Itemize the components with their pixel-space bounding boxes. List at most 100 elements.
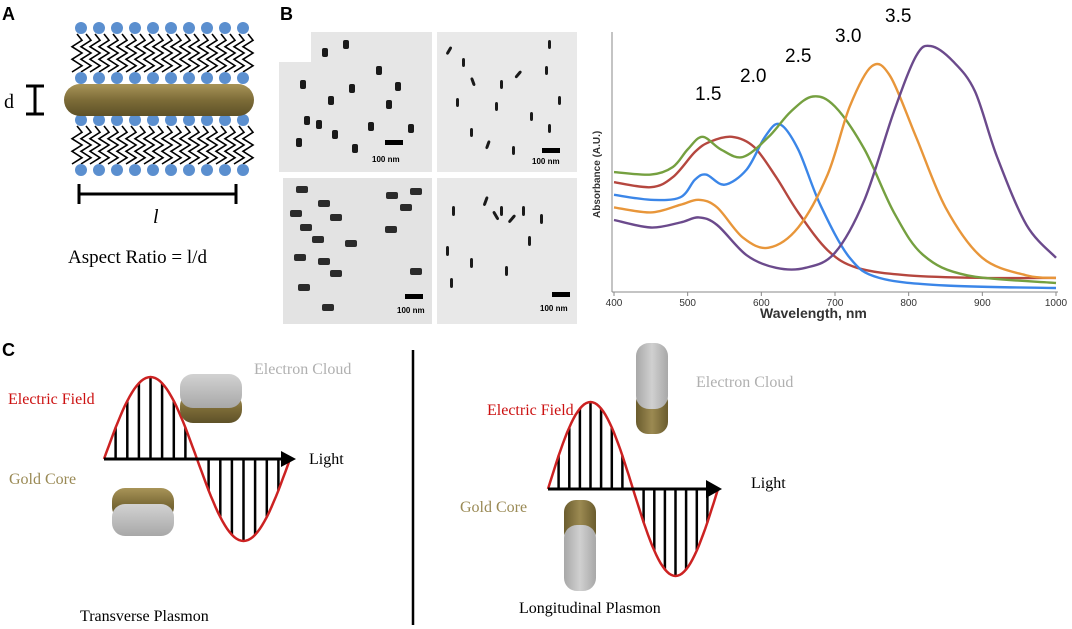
longitudinal-plasmon-diagram: Electric Field Electron Cloud Light Gold…: [460, 343, 793, 617]
nanorod-particle: [548, 124, 551, 133]
ligand-head: [147, 72, 159, 84]
ligand-chain: [241, 33, 255, 73]
series-line-2.0: [613, 122, 1057, 290]
ligand-head: [111, 164, 123, 176]
nanorod-particle: [322, 48, 328, 57]
ligand-head: [183, 164, 195, 176]
panel-c-label: C: [2, 340, 15, 360]
ligand-head: [93, 22, 105, 34]
nanorod-particle: [385, 226, 397, 233]
transverse-plasmon-diagram: Electric Field Electron Cloud Light Gold…: [8, 361, 351, 625]
x-tick-label: 1000: [1045, 298, 1068, 309]
ligand-chain: [133, 125, 147, 165]
y-axis-label: Absorbance (A.U.): [592, 131, 603, 218]
ligand-head: [219, 164, 231, 176]
ligand-head: [111, 72, 123, 84]
ligand-head: [111, 22, 123, 34]
nanorod-particle: [330, 270, 342, 277]
series-lines: [613, 44, 1057, 290]
ligand-head: [201, 22, 213, 34]
panel-b-label: B: [280, 4, 293, 24]
ligand-chain: [79, 125, 93, 165]
nanorod-particle: [470, 128, 473, 137]
nanorod-particle: [395, 82, 401, 91]
ligand-head: [237, 114, 249, 126]
ligand-chain: [196, 125, 210, 165]
ligand-chain: [169, 33, 183, 73]
light-label-left: Light: [309, 451, 344, 468]
ligand-head: [129, 164, 141, 176]
ligand-chain: [97, 125, 111, 165]
nanorod-particle: [318, 200, 330, 207]
ligand-head: [183, 72, 195, 84]
ligand-head: [111, 114, 123, 126]
nanorod-particle: [318, 258, 330, 265]
nanorod-particle: [470, 258, 473, 268]
longitudinal-plasmon-caption: Longitudinal Plasmon: [519, 600, 661, 617]
ligand-chain: [178, 125, 192, 165]
ligand-chain: [106, 125, 120, 165]
nanorod-particle: [368, 122, 374, 131]
electron-cloud-particle-top: [636, 343, 668, 409]
ligand-chain: [70, 125, 84, 165]
gold-nanorod: [64, 84, 254, 116]
ligand-head: [165, 22, 177, 34]
ligand-chain: [232, 125, 246, 165]
electric-field-label-left: Electric Field: [8, 391, 95, 408]
nanorod-particle: [332, 130, 338, 139]
panel-c: C Electric Field Electron Cloud Light Go…: [2, 340, 793, 625]
nanorod-particle: [408, 124, 414, 133]
ligand-head: [237, 22, 249, 34]
nanorod-particle: [528, 236, 531, 246]
nanorod-particle: [300, 224, 312, 231]
ligand-chain: [97, 33, 111, 73]
x-tick-label: 900: [974, 298, 991, 309]
ligand-chain: [160, 33, 174, 73]
x-tick-label: 700: [827, 298, 844, 309]
ligand-chain: [187, 125, 201, 165]
ligand-chain: [115, 33, 129, 73]
nanorod-particle: [505, 266, 508, 276]
nanorod-particle: [545, 66, 548, 75]
ligand-chain: [88, 125, 102, 165]
nanorod-particle: [296, 138, 302, 147]
ligand-chain: [232, 33, 246, 73]
ligand-head: [147, 114, 159, 126]
nanorod-particle: [400, 204, 412, 211]
nanorod-particle: [470, 77, 476, 87]
nanorod-particle: [322, 304, 334, 311]
nanorod-particle: [540, 214, 543, 224]
nanorod-particle: [500, 206, 503, 216]
nanorod-particle: [485, 140, 491, 150]
series-label-2.5: 2.5: [785, 46, 811, 67]
scale-bar-label-4: 100 nm: [540, 304, 568, 313]
ligand-head: [201, 114, 213, 126]
ligand-chain: [223, 33, 237, 73]
electron-cloud-particle-bottom: [564, 525, 596, 591]
tem-image-1: 100 nm: [279, 32, 432, 172]
ligand-head: [75, 164, 87, 176]
ligand-head: [93, 164, 105, 176]
ligand-chain: [205, 125, 219, 165]
series-label-3.0: 3.0: [835, 26, 861, 47]
series-line-2.5: [613, 95, 1057, 285]
ligand-chain: [142, 125, 156, 165]
l-bracket: [77, 184, 238, 204]
nanorod-particle: [548, 40, 551, 49]
nanorod-particle: [294, 254, 306, 261]
ligand-head: [237, 164, 249, 176]
ligand-chain: [151, 125, 165, 165]
ligand-head: [129, 114, 141, 126]
nanorod-particle: [456, 98, 459, 107]
nanorod-particle: [462, 58, 465, 67]
ligand-head: [165, 114, 177, 126]
ligand-head: [201, 164, 213, 176]
ligand-head: [165, 72, 177, 84]
light-arrowhead: [706, 480, 722, 498]
l-label: l: [153, 206, 159, 228]
nanorod-particle: [495, 102, 498, 111]
ligand-head: [219, 114, 231, 126]
nanorod-particle: [446, 246, 449, 256]
